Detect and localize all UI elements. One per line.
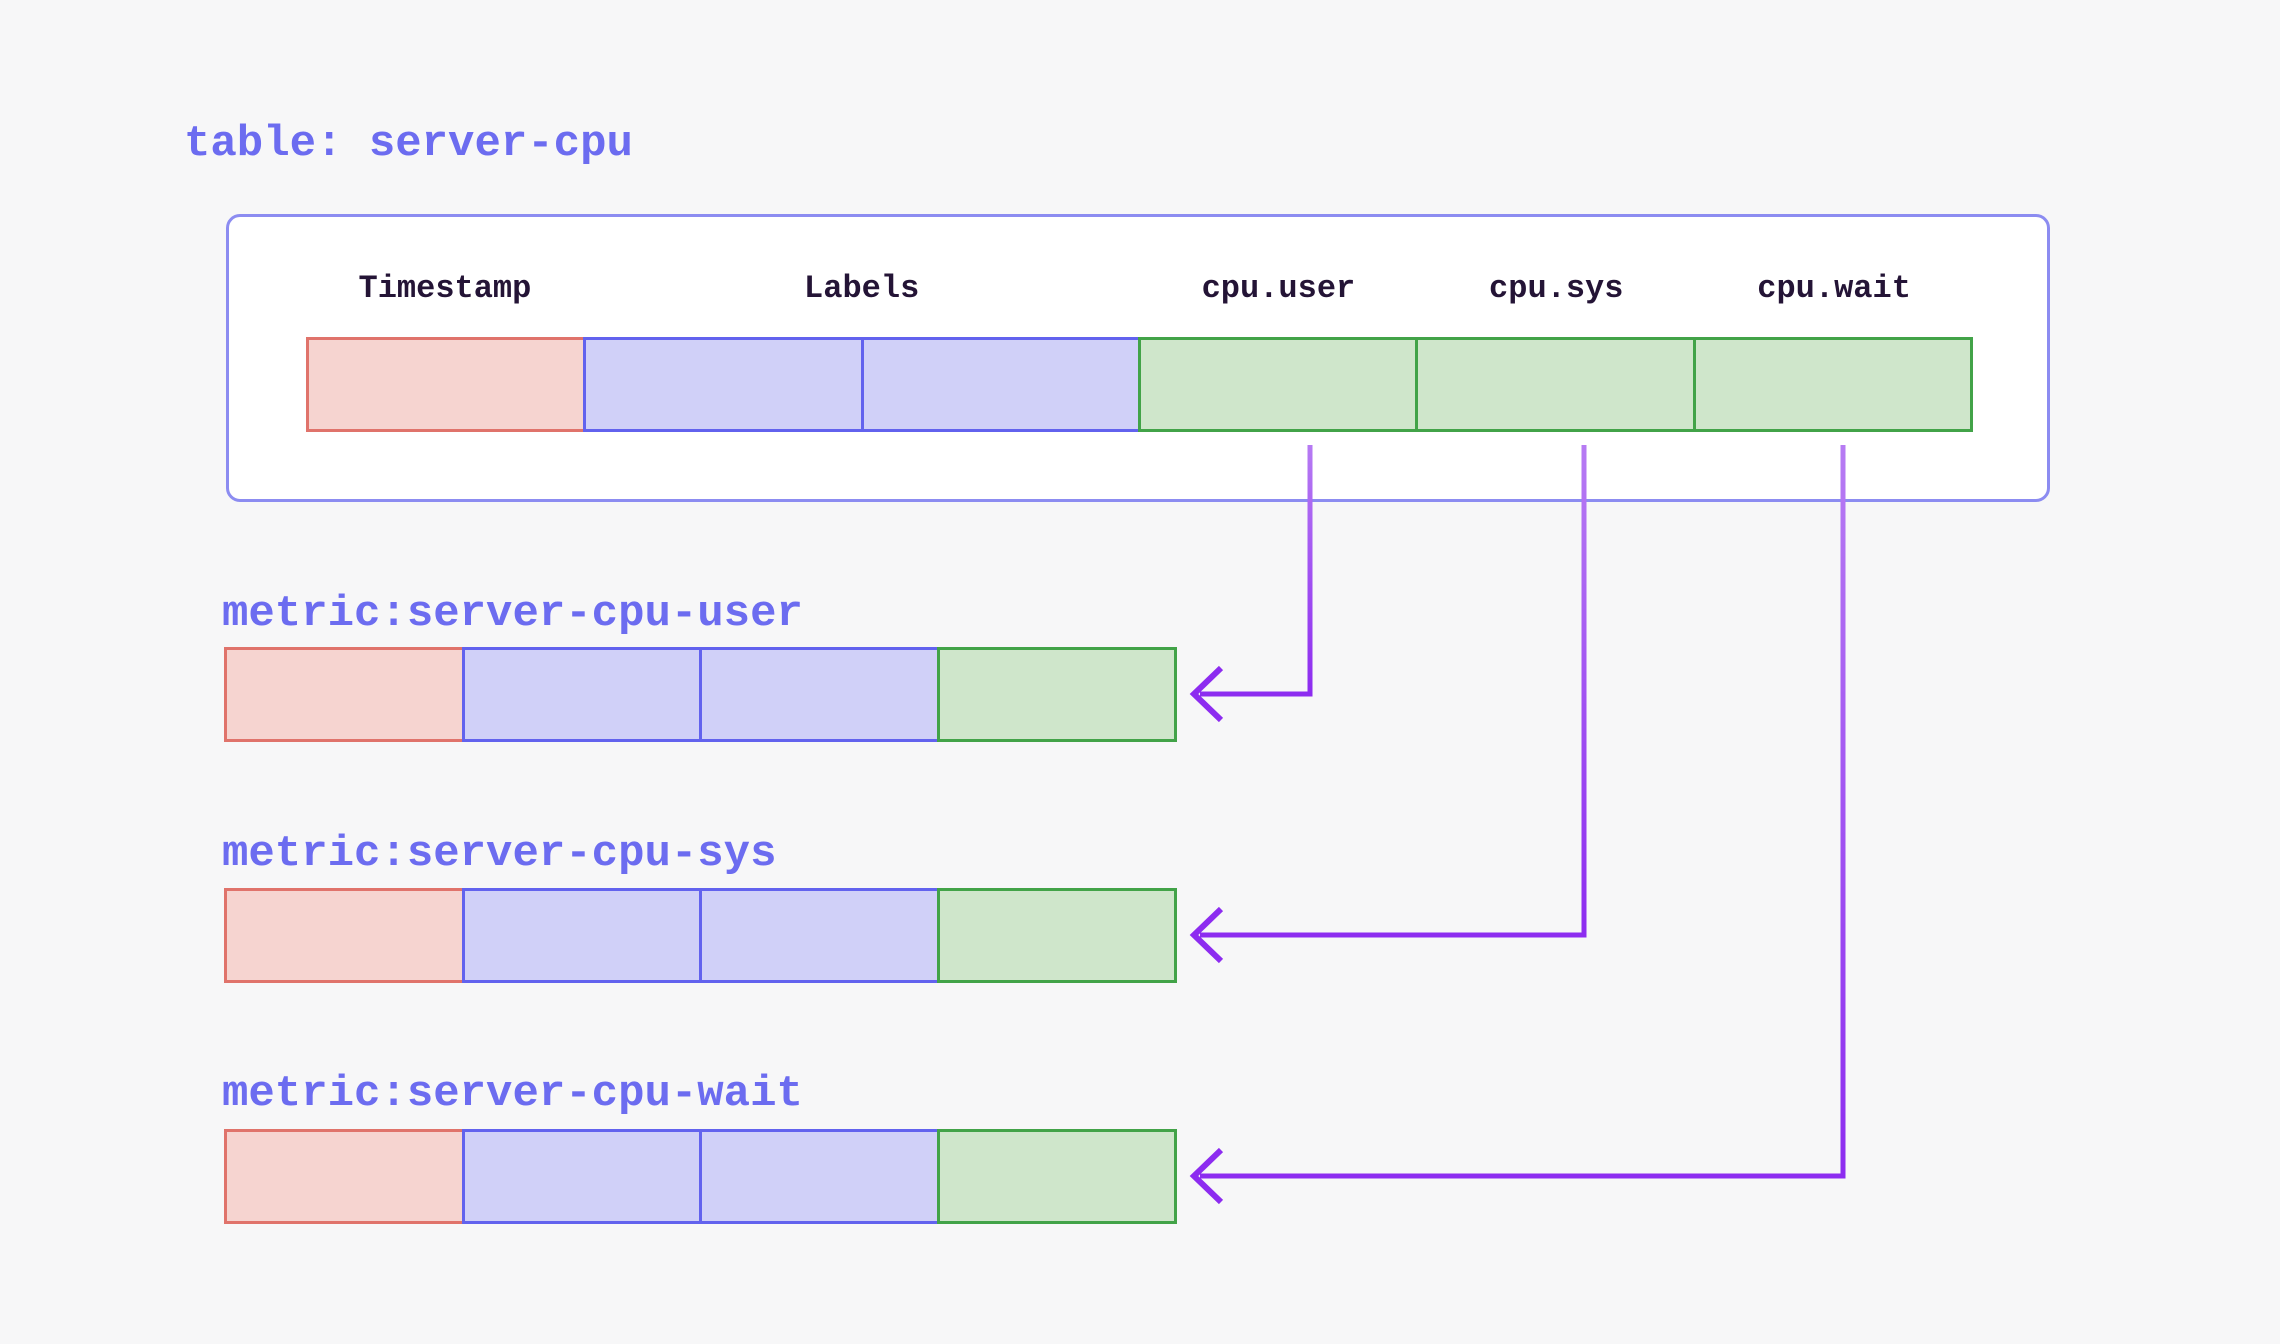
arrowhead-cpu-user-icon xyxy=(1189,665,1224,723)
column-header-timestamp: Timestamp xyxy=(358,269,532,307)
metric-wait-cell-value xyxy=(936,1129,1177,1224)
column-header-labels: Labels xyxy=(804,269,920,307)
table-box: Timestamp Labels cpu.user cpu.sys cpu.wa… xyxy=(226,214,2050,502)
table-cell-label-1 xyxy=(583,337,864,432)
metric-sys-cell-value xyxy=(936,888,1177,983)
metric-user-cell-timestamp xyxy=(224,647,465,742)
metric-wait-cell-label-2 xyxy=(699,1129,940,1224)
table-header-row: Timestamp Labels cpu.user cpu.sys cpu.wa… xyxy=(306,266,1973,310)
page-title: table: server-cpu xyxy=(184,119,633,169)
table-cell-cpu-wait xyxy=(1692,337,1973,432)
metric-wait-cell-timestamp xyxy=(224,1129,465,1224)
arrowhead-cpu-sys-icon xyxy=(1189,906,1224,964)
metric-row-wait xyxy=(224,1129,1177,1224)
metric-label-user: metric:server-cpu-user xyxy=(222,589,803,639)
metric-sys-cell-label-2 xyxy=(699,888,940,983)
arrow-line-cpu-sys xyxy=(1200,445,1587,938)
table-cell-cpu-user xyxy=(1137,337,1419,432)
column-header-cpu-sys: cpu.sys xyxy=(1489,269,1624,307)
table-cell-timestamp xyxy=(306,337,587,432)
metric-row-user xyxy=(224,647,1177,742)
arrow-line-cpu-wait xyxy=(1200,445,1846,1179)
metric-sys-cell-label-1 xyxy=(461,888,702,983)
metric-sys-cell-timestamp xyxy=(224,888,465,983)
metric-user-cell-label-2 xyxy=(699,647,940,742)
metric-wait-cell-label-1 xyxy=(461,1129,702,1224)
metric-user-cell-value xyxy=(936,647,1177,742)
column-header-cpu-user: cpu.user xyxy=(1201,269,1356,307)
metric-user-cell-label-1 xyxy=(461,647,702,742)
metric-row-sys xyxy=(224,888,1177,983)
column-header-cpu-wait: cpu.wait xyxy=(1757,269,1911,307)
table-cell-label-2 xyxy=(860,337,1141,432)
table-cell-cpu-sys xyxy=(1415,337,1696,432)
table-row xyxy=(306,337,1973,432)
metric-label-sys: metric:server-cpu-sys xyxy=(222,829,777,879)
arrowhead-cpu-wait-icon xyxy=(1189,1147,1224,1205)
metric-label-wait: metric:server-cpu-wait xyxy=(222,1069,803,1119)
